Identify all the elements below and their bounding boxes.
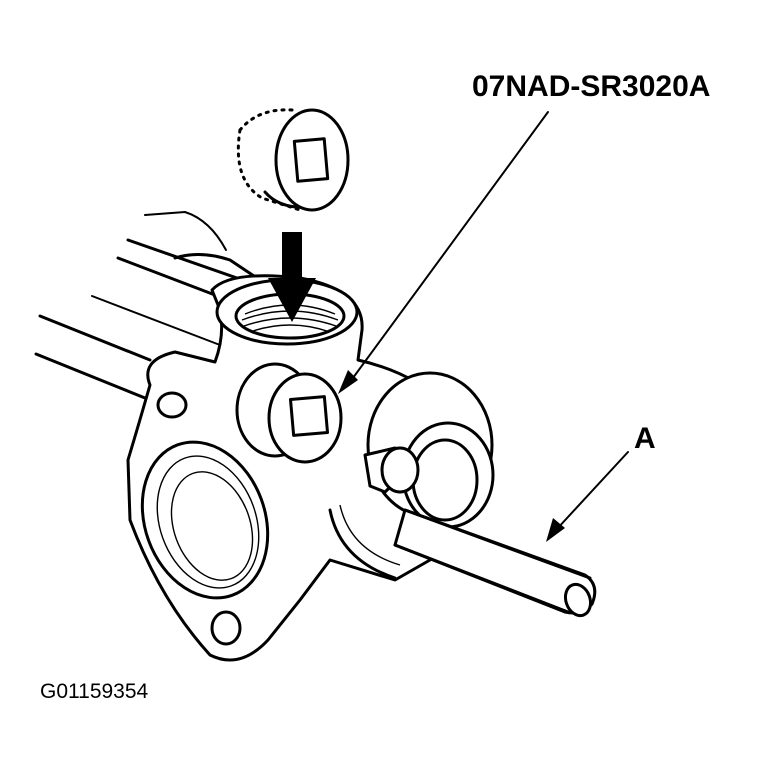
rack-end-cap (328, 371, 495, 580)
part-a-leader-line (546, 451, 629, 542)
tool-number-label: 07NAD-SR3020A (472, 70, 711, 103)
figure-id-label: G01159354 (40, 680, 149, 703)
tool-rod (393, 508, 597, 618)
part-a-label: A (634, 422, 656, 455)
plug-to-install (236, 108, 350, 212)
install-direction-arrow (268, 232, 316, 322)
tool-leader-line (338, 111, 549, 394)
installed-plug (235, 362, 343, 464)
